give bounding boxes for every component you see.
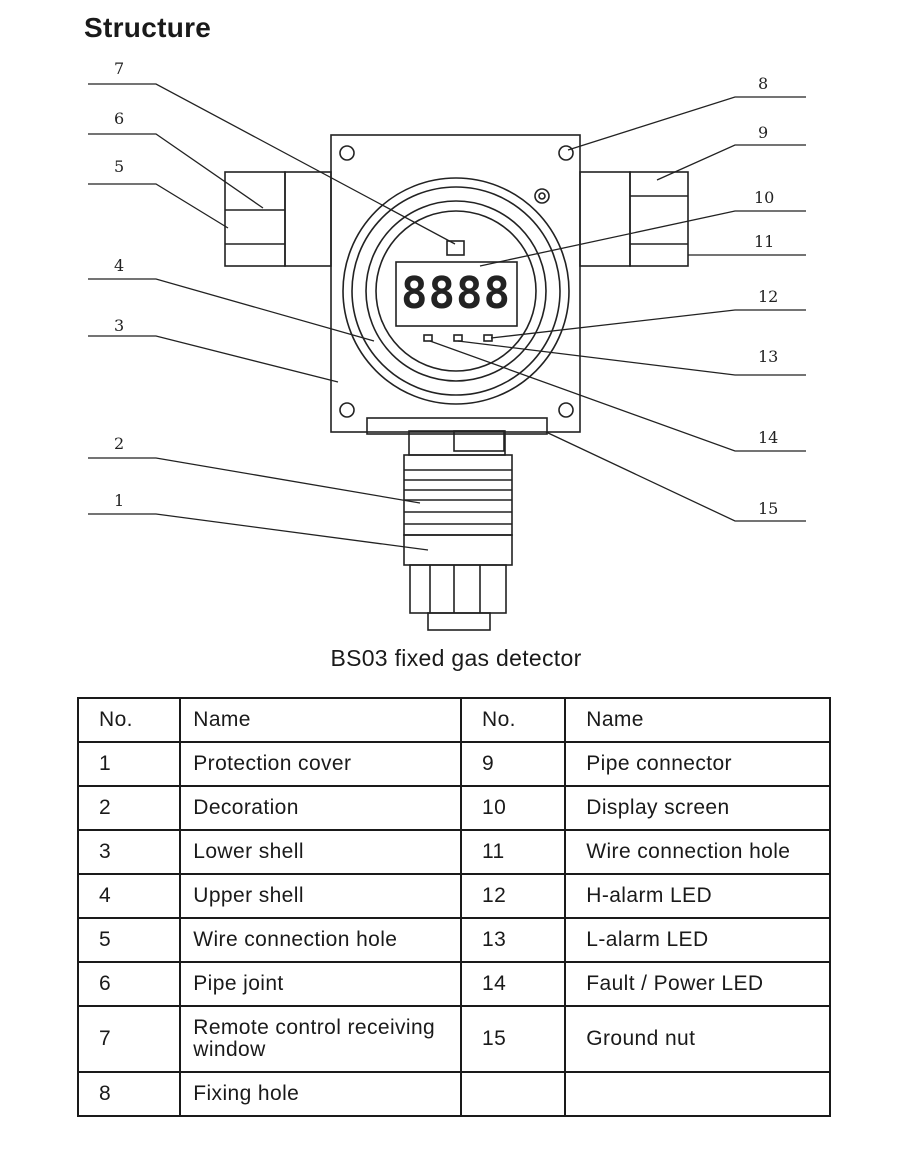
cell-name-2 (564, 1071, 831, 1117)
housing-plate (330, 134, 581, 433)
cell-no: 2 (76, 785, 182, 831)
cell-name-2: Ground nut (564, 1005, 831, 1073)
cell-name-2: Display screen (564, 785, 831, 831)
leader-4 (88, 278, 375, 342)
callout-12: 12 (758, 287, 778, 306)
cell-no: 3 (76, 829, 182, 875)
callout-14: 14 (758, 428, 778, 447)
cell-name: Fixing hole (179, 1071, 462, 1117)
cell-name: Decoration (179, 785, 462, 831)
cell-name: Remote control receiving window (179, 1005, 462, 1073)
cell-name-2: L-alarm LED (564, 917, 831, 963)
table-row: 5 Wire connection hole 13 L-alarm LED (76, 917, 831, 963)
callout-2: 2 (114, 434, 124, 453)
ground-screw (534, 188, 550, 204)
upper-shell (342, 177, 570, 405)
callout-5: 5 (114, 157, 124, 176)
cell-no-2 (459, 1071, 567, 1117)
l-alarm-led (453, 334, 463, 342)
callout-6: 6 (114, 109, 124, 128)
fixing-hole-bl (339, 402, 355, 418)
callout-4: 4 (114, 256, 124, 275)
table-row: 1 Protection cover 9 Pipe connector (76, 741, 831, 787)
display-digits: 8888 (401, 268, 511, 319)
cell-no-2: 12 (459, 873, 567, 919)
cell-name: Pipe joint (179, 961, 462, 1007)
fault-led (423, 334, 433, 342)
leader-7 (88, 83, 456, 245)
cell-no-2: 14 (459, 961, 567, 1007)
h-alarm-led (483, 334, 493, 342)
table-row: 3 Lower shell 11 Wire connection hole (76, 829, 831, 875)
parts-table: No. Name No. Name 1 Protection cover 9 P… (76, 697, 831, 1117)
detector-structure-diagram: 8888 7 6 5 4 3 2 1 8 9 10 11 12 13 14 15 (88, 59, 806, 631)
cell-no-2: 11 (459, 829, 567, 875)
header-no: No. (76, 697, 182, 743)
callout-1: 1 (114, 491, 124, 510)
callout-9: 9 (758, 123, 768, 142)
header-name: Name (179, 697, 462, 743)
callout-13: 13 (758, 347, 778, 366)
cell-no: 6 (76, 961, 182, 1007)
table-row: 2 Decoration 10 Display screen (76, 785, 831, 831)
leader-2 (88, 457, 421, 504)
header-name-2: Name (564, 697, 831, 743)
cell-no-2: 10 (459, 785, 567, 831)
left-pipe-joint (224, 171, 286, 267)
cell-name: Upper shell (179, 873, 462, 919)
cell-no-2: 13 (459, 917, 567, 963)
decoration (403, 454, 513, 536)
section-heading: Structure (84, 12, 212, 43)
cell-no: 7 (76, 1005, 182, 1073)
cell-name-2: Pipe connector (564, 741, 831, 787)
fixing-hole-tr (558, 145, 574, 161)
table-row: 7 Remote control receiving window 15 Gro… (76, 1005, 831, 1073)
callout-10: 10 (754, 188, 774, 207)
cell-name-2: H-alarm LED (564, 873, 831, 919)
leader-14 (429, 340, 806, 452)
fixing-hole-tl (339, 145, 355, 161)
header-no-2: No. (459, 697, 567, 743)
leader-13 (457, 340, 806, 376)
leader-3 (88, 335, 339, 383)
cell-no: 1 (76, 741, 182, 787)
cell-name-2: Wire connection hole (564, 829, 831, 875)
cell-no-2: 9 (459, 741, 567, 787)
table-row: 4 Upper shell 12 H-alarm LED (76, 873, 831, 919)
leader-8 (567, 96, 806, 151)
leader-6 (88, 133, 264, 209)
table-header-row: No. Name No. Name (76, 697, 831, 743)
callout-15: 15 (758, 499, 778, 518)
cell-name: Protection cover (179, 741, 462, 787)
table-row: 8 Fixing hole (76, 1071, 831, 1117)
leader-10 (479, 210, 806, 267)
cell-no: 4 (76, 873, 182, 919)
remote-window (446, 240, 465, 256)
leader-15 (545, 431, 806, 522)
leader-5 (88, 183, 229, 229)
cell-no-2: 15 (459, 1005, 567, 1073)
leader-9 (656, 144, 806, 181)
cell-name: Wire connection hole (179, 917, 462, 963)
diagram-caption: BS03 fixed gas detector (330, 645, 582, 671)
cell-name: Lower shell (179, 829, 462, 875)
cell-no: 8 (76, 1071, 182, 1117)
callout-11: 11 (754, 232, 774, 251)
cell-no: 5 (76, 917, 182, 963)
leader-12 (490, 309, 806, 339)
protection-cover (403, 534, 513, 566)
leader-1 (88, 513, 429, 551)
table-row: 6 Pipe joint 14 Fault / Power LED (76, 961, 831, 1007)
callout-8: 8 (758, 74, 768, 93)
cell-name-2: Fault / Power LED (564, 961, 831, 1007)
right-pipe-connector (629, 171, 689, 267)
callout-7: 7 (114, 59, 124, 78)
fixing-hole-br (558, 402, 574, 418)
display-screen (395, 261, 518, 327)
callout-3: 3 (114, 316, 124, 335)
